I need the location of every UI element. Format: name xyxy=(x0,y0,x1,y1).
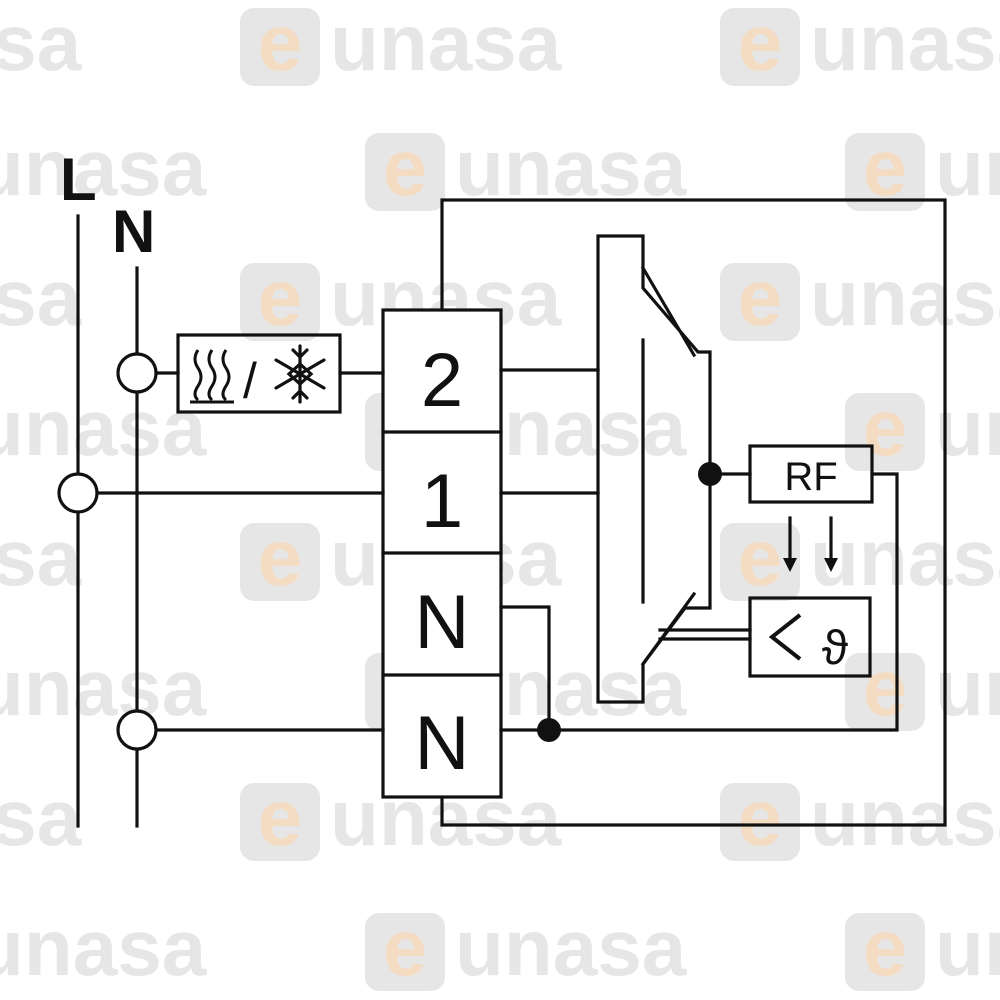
svg-text:unasa: unasa xyxy=(810,773,1000,862)
svg-text:unasa: unasa xyxy=(810,253,1000,342)
svg-text:unasa: unasa xyxy=(330,0,562,87)
terminal-label-N-lower: N xyxy=(415,701,470,786)
svg-text:e: e xyxy=(738,253,783,342)
svg-text:e: e xyxy=(738,0,783,87)
svg-text:unasa: unasa xyxy=(810,513,1000,602)
arrowhead xyxy=(824,558,838,572)
svg-text:e: e xyxy=(863,383,908,472)
junction-dot xyxy=(537,718,561,742)
neutral-label: N xyxy=(112,198,155,265)
svg-text:e: e xyxy=(258,0,303,87)
junction-dot xyxy=(698,462,722,486)
snowflake-icon xyxy=(274,344,326,404)
load-box xyxy=(176,333,342,414)
svg-text:unasa: unasa xyxy=(0,253,82,342)
less-than-icon xyxy=(768,613,802,661)
heat-icon xyxy=(190,349,234,404)
arrowhead xyxy=(783,558,797,572)
svg-text:unasa: unasa xyxy=(935,123,1000,212)
svg-text:unasa: unasa xyxy=(455,903,687,992)
svg-text:e: e xyxy=(258,773,303,862)
line-label: L xyxy=(60,146,97,213)
svg-text:e: e xyxy=(383,903,428,992)
rf-module-box xyxy=(748,444,874,504)
svg-text:e: e xyxy=(258,513,303,602)
theta-icon: ϑ xyxy=(822,622,848,675)
svg-text:unasa: unasa xyxy=(810,0,1000,87)
terminal-label-1: 1 xyxy=(421,459,463,544)
svg-text:unasa: unasa xyxy=(0,383,207,472)
svg-text:unasa: unasa xyxy=(935,903,1000,992)
switch-housing xyxy=(596,234,712,704)
svg-text:e: e xyxy=(738,513,783,602)
wire-neutral-bus xyxy=(499,472,899,732)
svg-text:e: e xyxy=(738,773,783,862)
svg-text:unasa: unasa xyxy=(0,903,207,992)
terminal-circle-N-load xyxy=(116,352,158,394)
terminal-label-2: 2 xyxy=(421,338,463,423)
switch-contact-upper xyxy=(640,265,697,358)
load-slash: / xyxy=(243,353,257,409)
svg-text:unasa: unasa xyxy=(0,513,82,602)
svg-text:unasa: unasa xyxy=(0,773,82,862)
svg-text:unasa: unasa xyxy=(0,0,82,87)
wire-terminal-N-upper xyxy=(499,605,551,732)
svg-text:unasa: unasa xyxy=(0,123,207,212)
svg-text:unasa: unasa xyxy=(0,643,207,732)
terminal-label-N-upper: N xyxy=(415,580,470,665)
svg-text:e: e xyxy=(863,903,908,992)
terminal-circle-N xyxy=(116,709,158,751)
svg-text:e: e xyxy=(863,123,908,212)
svg-text:unasa: unasa xyxy=(455,123,687,212)
terminal-circle-L xyxy=(57,472,99,514)
svg-text:e: e xyxy=(258,253,303,342)
sensor-box xyxy=(748,596,872,678)
svg-text:e: e xyxy=(383,123,428,212)
rf-label: RF xyxy=(784,455,837,499)
